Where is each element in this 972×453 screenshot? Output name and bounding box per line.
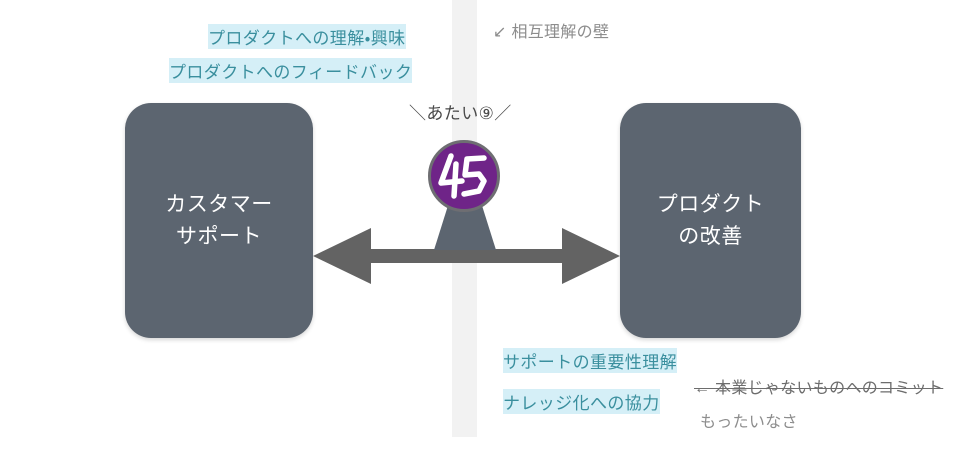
annotation-support-importance: サポートの重要性理解: [503, 348, 677, 373]
badge-45-emblem[interactable]: [428, 140, 500, 212]
annotation-knowledge-cooperation: ナレッジ化への協力: [503, 389, 660, 414]
node-product-improvement-label: プロダクト の改善: [656, 193, 765, 248]
annotation-product-understanding: プロダクトへの理解・興味: [208, 24, 406, 49]
bidirectional-arrow-icon: [313, 228, 620, 284]
node-customer-support[interactable]: カスタマー サポート: [125, 103, 313, 338]
note-out-of-scope-commit: ← 本業じゃないものへのコミット: [694, 380, 944, 397]
node-product-improvement[interactable]: プロダクト の改善: [620, 103, 801, 338]
annotation-product-feedback: プロダクトへのフィードバック: [169, 58, 413, 83]
node-customer-support-label: カスタマー サポート: [165, 193, 273, 248]
badge-base-icon: [434, 196, 496, 250]
wall-label: ↙ 相互理解の壁: [493, 24, 610, 41]
badge-shout-label: ＼あたい⑨／: [409, 104, 512, 123]
note-mottainai: もったいなさ: [700, 414, 798, 431]
